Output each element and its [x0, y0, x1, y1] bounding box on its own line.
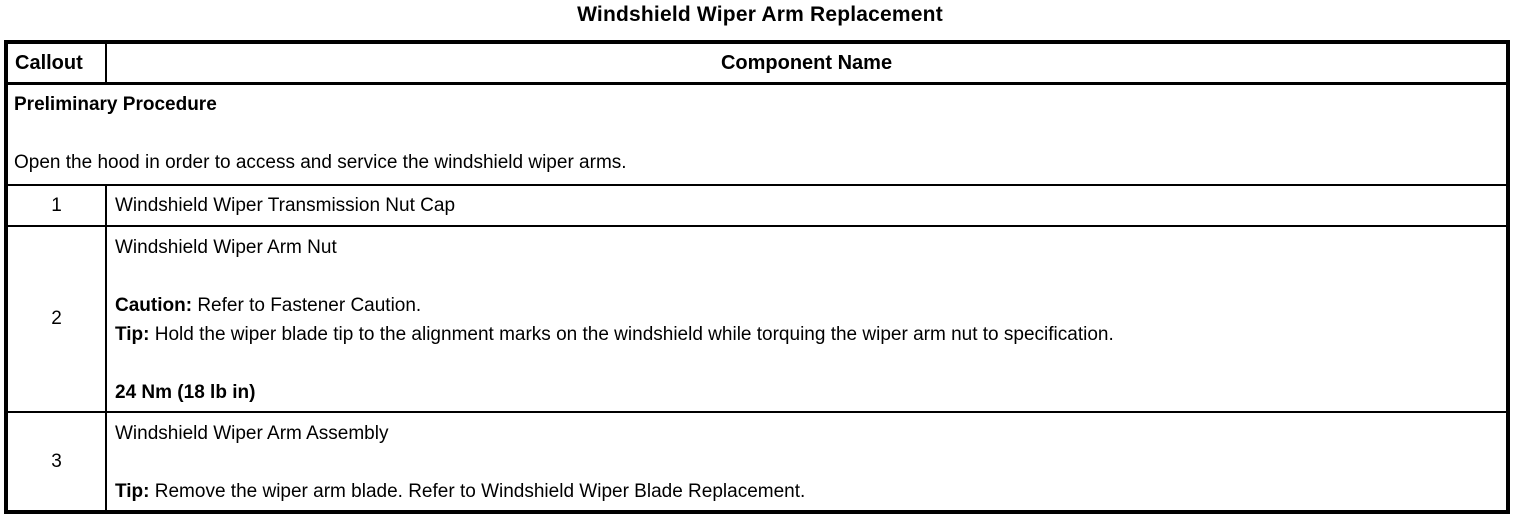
table-row: 3 Windshield Wiper Arm Assembly Tip: Rem… — [5, 411, 1509, 513]
tip-text: Hold the wiper blade tip to the alignmen… — [149, 324, 1114, 345]
blank-line — [115, 448, 1498, 477]
blank-line — [115, 262, 1498, 291]
tip-line: Tip: Remove the wiper arm blade. Refer t… — [115, 477, 1498, 506]
component-cell: Windshield Wiper Arm Nut Caution: Refer … — [105, 225, 1509, 413]
component-table: Callout Component Name Preliminary Proce… — [4, 40, 1510, 514]
table-row: 1 Windshield Wiper Transmission Nut Cap — [5, 184, 1509, 227]
component-column-header: Component Name — [105, 41, 1509, 85]
preliminary-text: Open the hood in order to access and ser… — [14, 152, 627, 173]
preliminary-procedure-cell: Preliminary Procedure Open the hood in o… — [5, 82, 1509, 186]
table-header-row: Callout Component Name — [5, 41, 1509, 85]
table-row: 2 Windshield Wiper Arm Nut Caution: Refe… — [5, 225, 1509, 413]
caution-label: Caution: — [115, 295, 193, 316]
tip-text: Remove the wiper arm blade. Refer to Win… — [149, 481, 806, 502]
blank-line — [14, 119, 1500, 148]
blank-line — [115, 349, 1498, 378]
callout-number: 2 — [5, 225, 107, 413]
callout-number: 3 — [5, 411, 107, 513]
tip-line: Tip: Hold the wiper blade tip to the ali… — [115, 320, 1498, 349]
component-cell: Windshield Wiper Transmission Nut Cap — [105, 184, 1509, 227]
component-cell: Windshield Wiper Arm Assembly Tip: Remov… — [105, 411, 1509, 513]
component-name: Windshield Wiper Transmission Nut Cap — [115, 194, 456, 216]
callout-column-header: Callout — [5, 41, 107, 85]
component-name: Windshield Wiper Arm Nut — [115, 237, 337, 258]
callout-number: 1 — [5, 184, 107, 227]
tip-label: Tip: — [115, 324, 150, 345]
page-title: Windshield Wiper Arm Replacement — [577, 3, 943, 26]
preliminary-heading: Preliminary Procedure — [14, 94, 217, 115]
tip-label: Tip: — [115, 481, 150, 502]
torque-spec: 24 Nm (18 lb in) — [115, 382, 256, 403]
caution-text: Refer to Fastener Caution. — [192, 295, 422, 316]
component-name: Windshield Wiper Arm Assembly — [115, 423, 389, 444]
caution-line: Caution: Refer to Fastener Caution. — [115, 291, 1498, 320]
preliminary-procedure-row: Preliminary Procedure Open the hood in o… — [5, 82, 1509, 186]
